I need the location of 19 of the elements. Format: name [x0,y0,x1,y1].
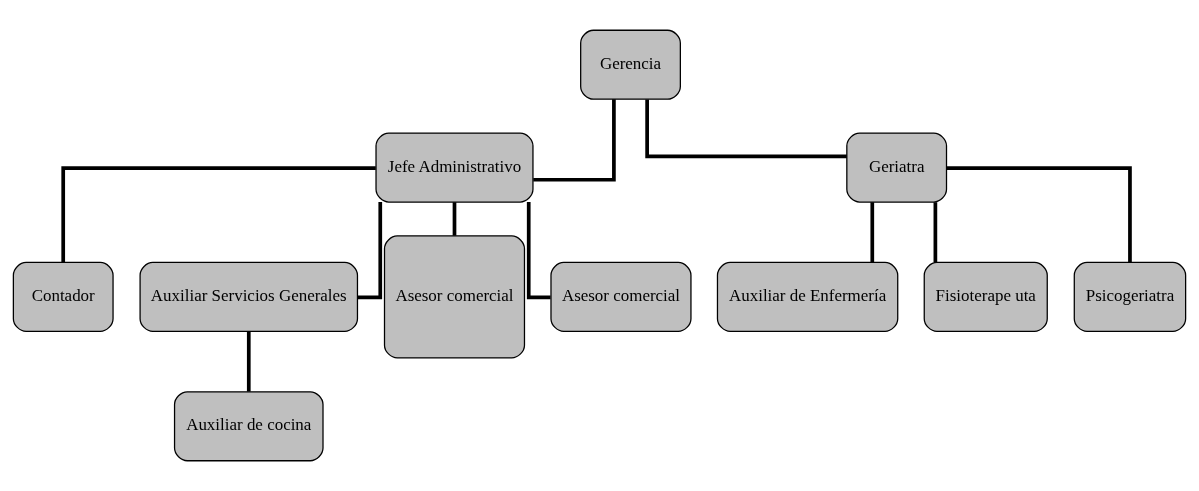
node-box: Auxiliar de Enfermería [716,261,899,333]
connector [870,202,875,263]
node-box: Jefe Administrativo [375,132,534,203]
connector [61,166,376,263]
node-box: Geriatra [846,132,948,203]
connector [946,166,1132,263]
node-box: Asesor comercial [383,235,526,359]
connector [246,331,251,392]
node-box: Asesor comercial [550,261,692,333]
connector [645,99,847,159]
connector [533,99,616,182]
node-box: Gerencia [580,29,681,100]
node-box: Auxiliar Servicios Generales [139,261,359,333]
connector [933,202,938,263]
node-box: Contador [12,261,114,333]
node-box: Psicogeriatra [1073,261,1187,333]
node-box: Fisioterape uta [923,261,1048,333]
connector [452,202,457,236]
node-box: Auxiliar de cocina [173,391,324,462]
